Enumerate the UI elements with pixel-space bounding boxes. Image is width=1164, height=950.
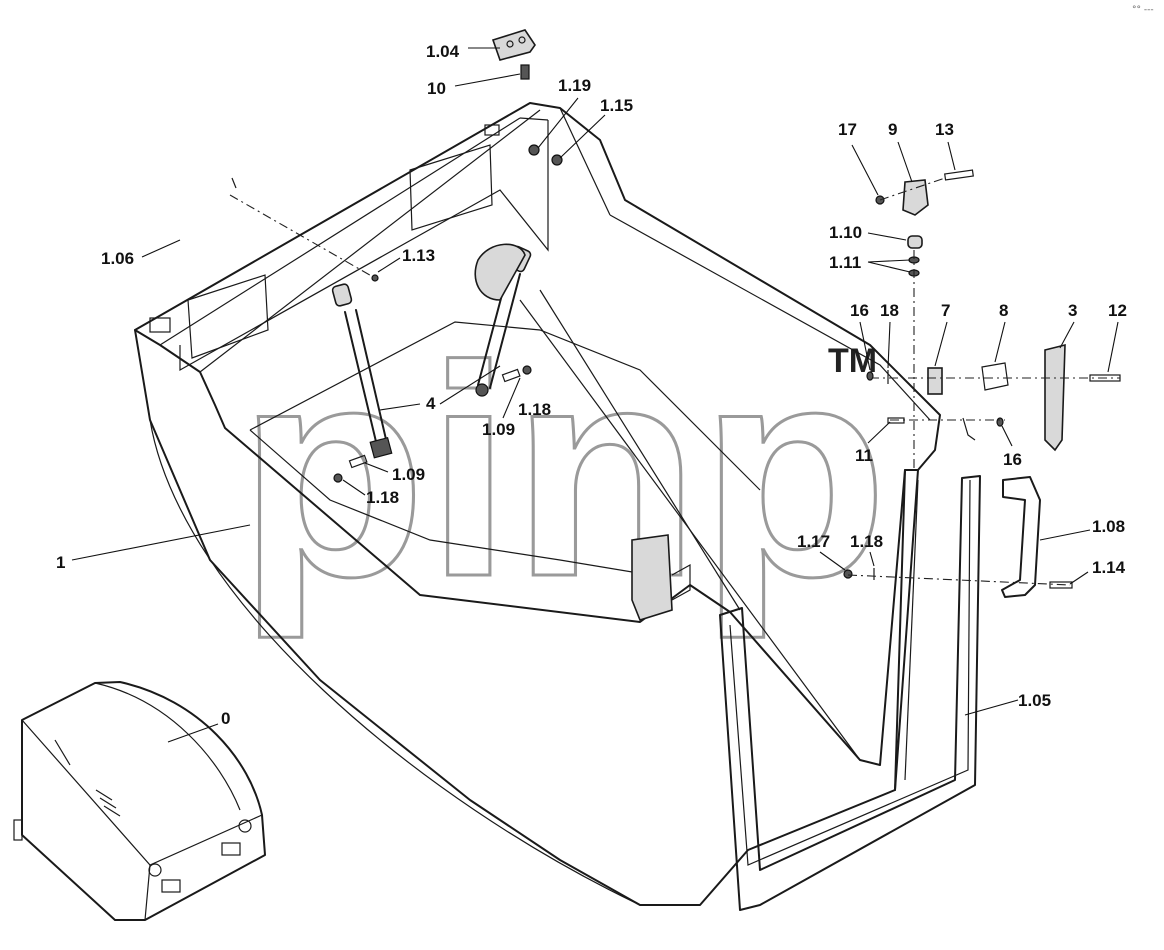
callout-1-13: 1.13	[402, 246, 435, 265]
gas-strut-left	[331, 283, 393, 459]
callout-1-08: 1.08	[1092, 517, 1125, 536]
catcher-housing	[134, 102, 941, 906]
callout-1-19: 1.19	[558, 76, 591, 95]
callout-0: 0	[221, 709, 230, 728]
callout-1-06: 1.06	[101, 249, 134, 268]
callout-16b: 16	[1003, 450, 1022, 469]
pin-13	[944, 169, 974, 181]
nut-1-17	[843, 569, 853, 579]
catcher-lid	[13, 681, 266, 921]
callout-1-09a: 1.09	[482, 420, 515, 439]
strut-fastener-right	[501, 365, 532, 383]
latch-handle-9	[902, 179, 929, 216]
callout-1-18b: 1.18	[366, 488, 399, 507]
callout-1-10: 1.10	[829, 223, 862, 242]
handle-axis	[847, 574, 1071, 586]
corner-mark: °° ---	[1132, 5, 1154, 15]
screw-10	[520, 64, 530, 80]
callout-4: 4	[426, 394, 436, 413]
front-frame-1-05	[719, 475, 981, 911]
callout-1-18a: 1.18	[518, 400, 551, 419]
handle-1-08	[1001, 476, 1041, 598]
screw-11	[887, 417, 1004, 441]
callout-10: 10	[427, 79, 446, 98]
callout-17: 17	[838, 120, 857, 139]
nut-16	[866, 371, 874, 381]
screw-1-14	[1049, 581, 1073, 589]
arm-3	[1044, 343, 1066, 452]
callout-11: 11	[855, 446, 873, 465]
callout-1-18c: 1.18	[850, 532, 883, 551]
top-bracket-1-04	[491, 29, 536, 61]
watermark: pinp TM	[237, 302, 890, 643]
callout-13: 13	[935, 120, 954, 139]
callout-12: 12	[1108, 301, 1127, 320]
callout-8: 8	[999, 301, 1008, 320]
callout-18: 18	[880, 301, 899, 320]
knob-1-10	[907, 235, 923, 249]
callout-1-05: 1.05	[1018, 691, 1051, 710]
callout-1-14: 1.14	[1092, 558, 1126, 577]
clip-8	[981, 362, 1009, 391]
callout-1-11: 1.11	[829, 253, 861, 272]
hinge-screws	[528, 144, 563, 166]
watermark-text: pinp	[238, 303, 888, 641]
bracket-7	[927, 367, 943, 395]
callout-1-09b: 1.09	[392, 465, 425, 484]
strut-fastener-left	[333, 454, 368, 483]
leader-lines	[71, 47, 1119, 743]
callout-1-15: 1.15	[600, 96, 633, 115]
callout-1-04: 1.04	[426, 42, 460, 61]
callout-1-17: 1.17	[797, 532, 830, 551]
callout-7: 7	[941, 301, 950, 320]
callout-labels: 1.04 10 1.19 1.15 1.06 1.13 4 1.09 1.18 …	[56, 42, 1127, 728]
callout-16a: 16	[850, 301, 869, 320]
rod-1-06	[229, 177, 379, 282]
callout-3: 3	[1068, 301, 1077, 320]
latch-pin-axis	[879, 177, 946, 201]
callout-1: 1	[56, 553, 65, 572]
callout-9: 9	[888, 120, 897, 139]
